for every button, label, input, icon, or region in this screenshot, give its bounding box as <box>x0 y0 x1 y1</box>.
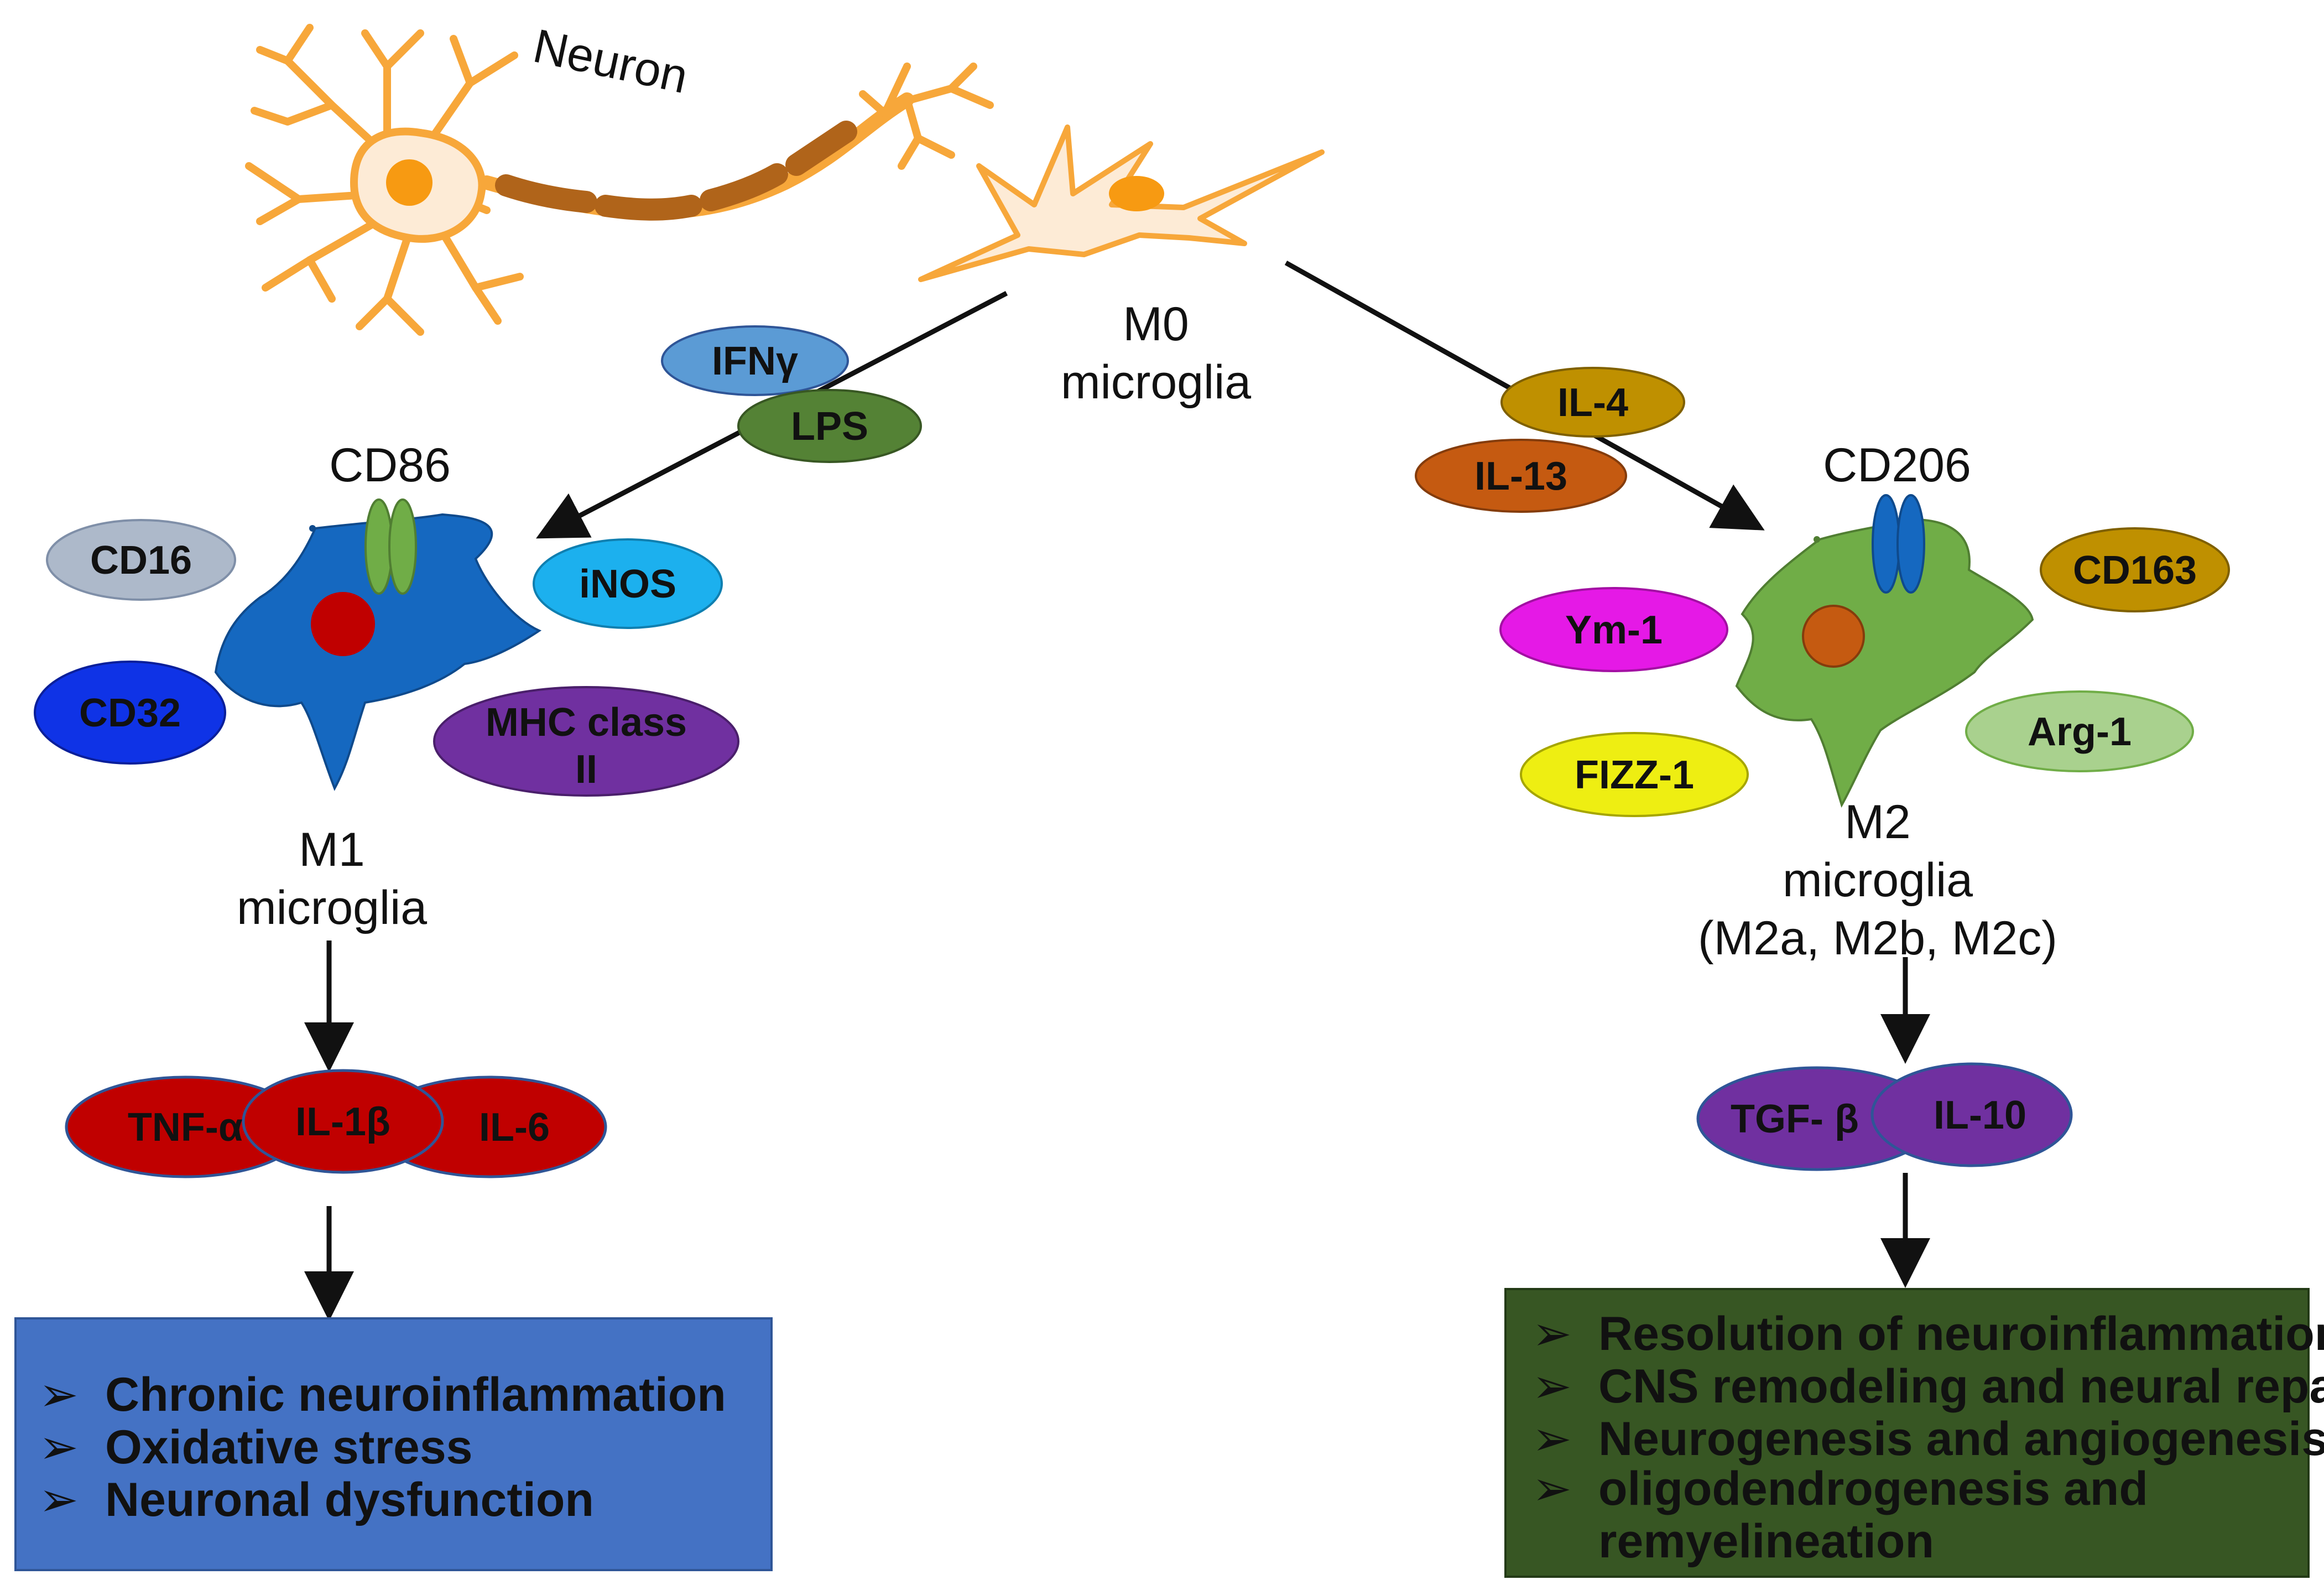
m2-outcome-item: Neurogenesis and angiogenesis <box>1598 1412 2324 1466</box>
svg-text:CD32: CD32 <box>79 691 181 735</box>
svg-text:Arg-1: Arg-1 <box>2028 710 2132 754</box>
bullet-icon: ➢ <box>1532 1412 1572 1466</box>
bullet-icon: ➢ <box>39 1421 79 1474</box>
m2-label-line1: M2 <box>1844 796 1910 849</box>
m1-outcomes-box: ➢ Chronic neuroinflammation ➢ Oxidative … <box>14 1317 773 1571</box>
ym-1-badge: Ym-1 <box>1499 587 1728 672</box>
il-10-badge: IL-10 <box>1870 1062 2073 1167</box>
cd206-label: CD206 <box>1823 439 1971 492</box>
svg-text:MHC class: MHC class <box>486 700 687 745</box>
svg-text:TNF-α: TNF-α <box>128 1105 243 1150</box>
m2-label-line2: microglia <box>1783 854 1973 907</box>
svg-text:IFNγ: IFNγ <box>712 339 798 383</box>
m0-label-line1: M0 <box>1123 298 1189 351</box>
m2-outcome-item: CNS remodeling and neural repair <box>1598 1360 2324 1413</box>
cd206-receptor-icon <box>1872 494 1925 594</box>
arg-1-badge: Arg-1 <box>1965 690 2194 772</box>
m2-microglia-cell <box>1735 518 2034 808</box>
svg-text:IL-6: IL-6 <box>479 1105 550 1150</box>
svg-text:CD16: CD16 <box>90 538 192 583</box>
svg-text:FIZZ-1: FIZZ-1 <box>1575 753 1694 797</box>
resting-microglia-icon <box>918 124 1325 282</box>
m0-label-line2: microglia <box>1061 356 1251 409</box>
neuron-icon <box>245 24 994 336</box>
m1-label-line1: M1 <box>299 823 364 876</box>
m2-outcomes-box: ➢ Resolution of neuroinflammation ➢ CNS … <box>1504 1288 2324 1578</box>
m1-outcome-item: Neuronal dysfunction <box>105 1473 594 1526</box>
svg-text:LPS: LPS <box>791 404 868 449</box>
m2-outcome-item: Resolution of neuroinflammation <box>1598 1307 2324 1360</box>
tnf-alpha-badge: TNF-α <box>65 1075 306 1178</box>
svg-text:IL-13: IL-13 <box>1474 454 1567 498</box>
cd163-badge: CD163 <box>2040 527 2230 612</box>
bullet-icon: ➢ <box>1532 1307 1572 1360</box>
il-1-beta-badge: IL-1β <box>242 1069 444 1174</box>
m1-label-line2: microglia <box>237 881 427 934</box>
il-13-badge: IL-13 <box>1415 439 1627 513</box>
tgf-beta-badge: TGF- β <box>1696 1066 1937 1171</box>
lps-badge: LPS <box>737 389 922 463</box>
svg-text:iNOS: iNOS <box>579 562 676 606</box>
fizz-1-badge: FIZZ-1 <box>1520 732 1749 817</box>
svg-text:IL-10: IL-10 <box>1934 1093 2026 1137</box>
il-4-badge: IL-4 <box>1500 367 1685 438</box>
inos-badge: iNOS <box>533 538 723 629</box>
ifn-gamma-badge: IFNγ <box>661 325 849 396</box>
cd16-badge: CD16 <box>46 519 236 601</box>
bullet-icon: ➢ <box>1532 1462 1572 1515</box>
svg-text:II: II <box>575 747 597 792</box>
m1-microglia-cell <box>214 513 542 791</box>
myelin-sheath-icon <box>495 121 857 221</box>
cd86-label: CD86 <box>329 439 451 492</box>
svg-text:TGF- β: TGF- β <box>1731 1097 1859 1141</box>
m2-outcome-item: oligodendrogenesis and <box>1598 1462 2148 1515</box>
mhc-class-ii-badge: MHC class II <box>433 686 739 797</box>
m1-outcome-item: Chronic neuroinflammation <box>105 1368 726 1421</box>
svg-text:IL-4: IL-4 <box>1557 381 1628 425</box>
m1-outcome-item: Oxidative stress <box>105 1421 472 1474</box>
bullet-icon: ➢ <box>39 1368 79 1421</box>
neuron-label: Neuron <box>529 19 692 104</box>
bullet-icon: ➢ <box>39 1473 79 1526</box>
m2-label-line3: (M2a, M2b, M2c) <box>1698 912 2057 965</box>
bullet-icon: ➢ <box>1532 1360 1572 1413</box>
cd86-receptor-icon <box>364 498 417 595</box>
m2-outcome-item: remyelineation <box>1598 1515 1934 1568</box>
svg-text:Ym-1: Ym-1 <box>1565 608 1663 652</box>
cd32-badge: CD32 <box>34 661 226 765</box>
svg-text:IL-1β: IL-1β <box>295 1100 390 1144</box>
svg-text:CD163: CD163 <box>2073 548 2197 593</box>
